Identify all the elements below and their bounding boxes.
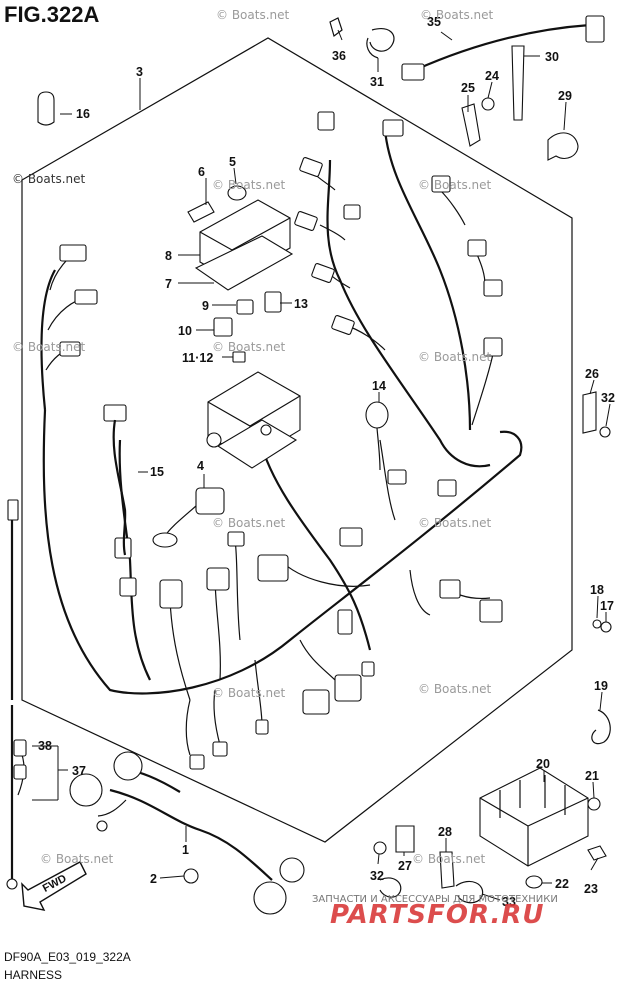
watermark: © Boats.net <box>216 8 290 22</box>
callout-10: 10 <box>178 324 192 338</box>
callout-13: 13 <box>294 297 308 311</box>
callout-32-right: 32 <box>601 391 615 405</box>
callout-16: 16 <box>76 107 90 121</box>
watermark: © Boats.net <box>12 172 86 186</box>
watermark: © Boats.net <box>40 852 114 866</box>
callout-26: 26 <box>585 367 599 381</box>
callout-28: 28 <box>438 825 452 839</box>
watermark: © Boats.net <box>418 350 492 364</box>
watermark: © Boats.net <box>418 516 492 530</box>
callout-22: 22 <box>555 877 569 891</box>
wire-37-38 <box>6 499 27 890</box>
bracket-20 <box>479 767 589 867</box>
tie-30 <box>511 45 525 121</box>
washer-18 <box>592 619 602 629</box>
watermark: © Boats.net <box>418 178 492 192</box>
watermark: © Boats.net <box>412 852 486 866</box>
figure-title: FIG.322A <box>4 2 100 27</box>
callout-30: 30 <box>545 50 559 64</box>
callout-29: 29 <box>558 89 572 103</box>
callout-27: 27 <box>398 859 412 873</box>
callout-20: 20 <box>536 757 550 771</box>
callout-3: 3 <box>136 65 143 79</box>
grommet-22 <box>525 875 543 889</box>
bolt-32b <box>373 841 387 855</box>
callout-36: 36 <box>332 49 346 63</box>
callout-1: 1 <box>182 843 189 857</box>
callout-38: 38 <box>38 739 52 753</box>
callout-18: 18 <box>590 583 604 597</box>
callout-17: 17 <box>600 599 614 613</box>
callout-2: 2 <box>150 872 157 886</box>
callout-8: 8 <box>165 249 172 263</box>
callout-6: 6 <box>198 165 205 179</box>
callout-31: 31 <box>370 75 384 89</box>
watermark: © Boats.net <box>418 682 492 696</box>
bracket-28 <box>439 851 455 889</box>
grommet-14 <box>365 401 389 471</box>
callout-32-bottom: 32 <box>370 869 384 883</box>
fuse-box-group <box>187 185 294 363</box>
battery-cable-1 <box>69 751 305 915</box>
bracket-26-32 <box>582 391 611 438</box>
clamp-29 <box>547 132 579 161</box>
callout-11-12: 11·12 <box>182 351 213 365</box>
shop-logo: PARTSFOR.RU <box>330 900 545 930</box>
callout-21: 21 <box>585 769 599 783</box>
leader-lines <box>32 29 611 901</box>
sub-harness-15 <box>112 419 127 556</box>
clamp-33 <box>455 881 484 904</box>
screw-23 <box>587 845 607 861</box>
assembly-frame <box>21 37 573 843</box>
watermark: © Boats.net <box>212 340 286 354</box>
watermark: © Boats.net <box>420 8 494 22</box>
callout-numbers: 3 16 6 5 8 7 9 13 10 11·12 4 15 14 36 31… <box>38 15 615 909</box>
callout-23: 23 <box>584 882 598 896</box>
nut-2 <box>183 868 199 884</box>
clamp-32c <box>379 877 402 898</box>
nut-21 <box>587 797 601 811</box>
callout-33: 33 <box>502 895 516 909</box>
watermark: © Boats.net <box>212 178 286 192</box>
wire-35 <box>401 15 605 81</box>
clamp-19 <box>591 709 611 745</box>
callout-14: 14 <box>372 379 386 393</box>
callout-9: 9 <box>202 299 209 313</box>
junction-box <box>206 371 301 469</box>
cap-16 <box>37 91 55 126</box>
callout-35: 35 <box>427 15 441 29</box>
sensor-4 <box>152 487 225 548</box>
callout-19: 19 <box>594 679 608 693</box>
callout-7: 7 <box>165 277 172 291</box>
plate-27 <box>395 825 415 853</box>
callout-24: 24 <box>485 69 499 83</box>
bracket-24-25 <box>461 97 495 147</box>
clips-top <box>329 17 395 59</box>
callout-5: 5 <box>229 155 236 169</box>
figure-code: DF90A_E03_019_322A <box>4 950 131 964</box>
callout-37: 37 <box>72 764 86 778</box>
watermark: © Boats.net <box>212 516 286 530</box>
callout-25: 25 <box>461 81 475 95</box>
watermark: © Boats.net <box>212 686 286 700</box>
callout-15: 15 <box>150 465 164 479</box>
harness-connectors <box>59 111 503 770</box>
nut-17 <box>600 621 612 633</box>
fwd-arrow <box>21 861 87 911</box>
callout-4: 4 <box>197 459 204 473</box>
shop-subtitle: ЗАПЧАСТИ И АКСЕССУАРЫ ДЛЯ МОТОТЕХНИКИ <box>312 894 558 905</box>
watermark: © Boats.net <box>12 340 86 354</box>
figure-name: HARNESS <box>4 968 63 982</box>
